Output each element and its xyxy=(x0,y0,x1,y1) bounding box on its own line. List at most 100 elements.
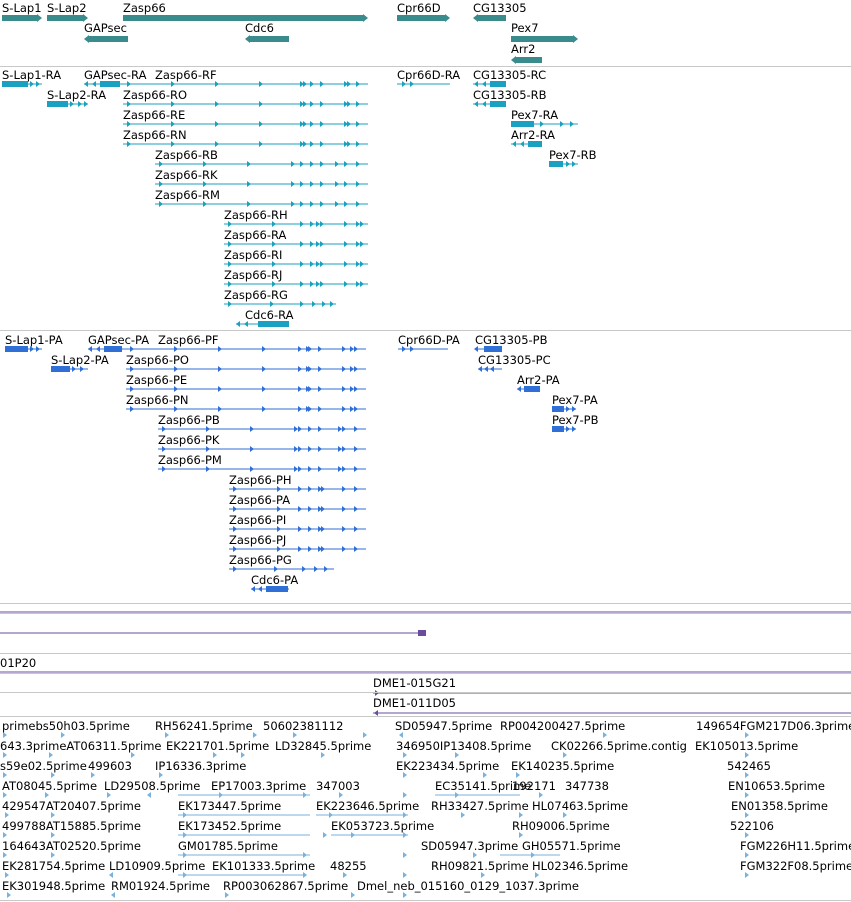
est-label-ld10909-5prime[interactable]: LD10909.5prime xyxy=(109,859,206,873)
protein-label-cpr66d-pa[interactable]: Cpr66D-PA xyxy=(398,333,460,347)
est-label-ek101333-5prime[interactable]: EK101333.5prime xyxy=(212,859,316,873)
transcript-label-zasp66-rm[interactable]: Zasp66-RM xyxy=(155,188,220,202)
est-label-522106[interactable]: 522106 xyxy=(730,819,774,833)
est-label-ck02266-5prime-contig[interactable]: CK02266.5prime.contig xyxy=(551,739,687,753)
est-label-347003[interactable]: 347003 xyxy=(316,779,360,793)
protein-label-zasp66-pn[interactable]: Zasp66-PN xyxy=(126,393,189,407)
est-label-347738[interactable]: 347738 xyxy=(565,779,609,793)
est-label-346950ip13408-5prime[interactable]: 346950IP13408.5prime xyxy=(396,739,532,753)
est-label-fgm322f08-5prime[interactable]: FGM322F08.5prime xyxy=(740,859,851,873)
exon-block[interactable] xyxy=(549,161,563,167)
est-label-sd05947-5prime[interactable]: SD05947.5prime xyxy=(395,719,493,733)
protein-label-arr2-pa[interactable]: Arr2-PA xyxy=(517,373,560,387)
transcript-label-zasp66-ra[interactable]: Zasp66-RA xyxy=(224,228,287,242)
gene-bar[interactable] xyxy=(123,15,364,21)
exon-block[interactable] xyxy=(104,346,122,352)
gene-bar[interactable] xyxy=(511,36,574,42)
clone-label-dme1-011d05[interactable]: DME1-011D05 xyxy=(373,696,456,710)
transcript-label-zasp66-rn[interactable]: Zasp66-RN xyxy=(123,128,187,142)
protein-label-pex7-pb[interactable]: Pex7-PB xyxy=(552,413,599,427)
transcript-label-arr2-ra[interactable]: Arr2-RA xyxy=(511,128,555,142)
exon-block[interactable] xyxy=(511,121,534,127)
transcript-label-cg13305-rb[interactable]: CG13305-RB xyxy=(473,88,547,102)
est-label-ek281754-5prime[interactable]: EK281754.5prime xyxy=(2,859,106,873)
gene-bar[interactable] xyxy=(2,15,38,21)
clone-label-dme1-015g21[interactable]: DME1-015G21 xyxy=(373,676,457,690)
est-label-429547at20407-5prime[interactable]: 429547AT20407.5prime xyxy=(2,799,141,813)
protein-label-zasp66-pg[interactable]: Zasp66-PG xyxy=(229,553,292,567)
est-label-ld29508-5prime[interactable]: LD29508.5prime xyxy=(104,779,201,793)
est-label-ek053723-5prime[interactable]: EK053723.5prime xyxy=(331,819,435,833)
gene-label-arr2[interactable]: Arr2 xyxy=(511,42,536,56)
protein-label-zasp66-pj[interactable]: Zasp66-PJ xyxy=(229,533,287,547)
transcript-label-zasp66-rg[interactable]: Zasp66-RG xyxy=(224,288,288,302)
transcript-label-zasp66-ro[interactable]: Zasp66-RO xyxy=(123,88,188,102)
gene-label-gapsec[interactable]: GAPsec xyxy=(84,21,127,35)
est-label-gm01785-5prime[interactable]: GM01785.5prime xyxy=(178,839,278,853)
est-label-ek223646-5prime[interactable]: EK223646.5prime xyxy=(316,799,420,813)
est-label-ek223434-5prime[interactable]: EK223434.5prime xyxy=(396,759,500,773)
est-label-rh09821-5prime[interactable]: RH09821.5prime xyxy=(431,859,529,873)
transcript-label-pex7-rb[interactable]: Pex7-RB xyxy=(549,148,597,162)
protein-label-zasp66-pf[interactable]: Zasp66-PF xyxy=(158,333,219,347)
exon-block[interactable] xyxy=(51,366,70,372)
exon-block[interactable] xyxy=(490,81,506,87)
est-label-hl07463-5prime[interactable]: HL07463.5prime xyxy=(532,799,629,813)
protein-label-pex7-pa[interactable]: Pex7-PA xyxy=(552,393,598,407)
exon-block[interactable] xyxy=(524,386,540,392)
est-label-rm01924-5prime[interactable]: RM01924.5prime xyxy=(111,879,210,893)
exon-block[interactable] xyxy=(552,426,564,432)
gene-label-zasp66[interactable]: Zasp66 xyxy=(123,1,166,15)
est-label-542465[interactable]: 542465 xyxy=(727,759,771,773)
est-label-149654fgm217d06-3prime[interactable]: 149654FGM217D06.3prime xyxy=(696,719,851,733)
transcript-label-zasp66-rh[interactable]: Zasp66-RH xyxy=(224,208,288,222)
est-label-rp003062867-5prime[interactable]: RP003062867.5prime xyxy=(223,879,349,893)
protein-label-zasp66-pb[interactable]: Zasp66-PB xyxy=(158,413,220,427)
est-label-ek105013-5prime[interactable]: EK105013.5prime xyxy=(695,739,799,753)
exon-block[interactable] xyxy=(528,141,542,147)
protein-label-zasp66-pk[interactable]: Zasp66-PK xyxy=(158,433,220,447)
est-label-sd05947-3prime[interactable]: SD05947.3prime xyxy=(421,839,519,853)
transcript-label-s-lap2-ra[interactable]: S-Lap2-RA xyxy=(47,88,107,102)
protein-label-zasp66-pe[interactable]: Zasp66-PE xyxy=(126,373,188,387)
est-label-ld32845-5prime[interactable]: LD32845.5prime xyxy=(275,739,372,753)
exon-block[interactable] xyxy=(47,101,68,107)
gene-label-s-lap2[interactable]: S-Lap2 xyxy=(47,1,87,15)
transcript-label-cdc6-ra[interactable]: Cdc6-RA xyxy=(245,308,294,322)
exon-block[interactable] xyxy=(490,101,506,107)
gene-bar[interactable] xyxy=(47,15,84,21)
est-label-48255[interactable]: 48255 xyxy=(330,859,367,873)
est-label-at08045-5prime[interactable]: AT08045.5prime xyxy=(2,779,98,793)
est-label-ec35141-5prime[interactable]: EC35141.5prime xyxy=(435,779,532,793)
exon-block[interactable] xyxy=(100,81,120,87)
gene-label-pex7[interactable]: Pex7 xyxy=(511,21,539,35)
est-label-fgm226h11-5prime[interactable]: FGM226H11.5prime xyxy=(740,839,851,853)
est-label-164643at02520-5prime[interactable]: 164643AT02520.5prime xyxy=(2,839,141,853)
est-label-rh09006-5prime[interactable]: RH09006.5prime xyxy=(512,819,610,833)
protein-label-cdc6-pa[interactable]: Cdc6-PA xyxy=(251,573,299,587)
transcript-label-zasp66-rf[interactable]: Zasp66-RF xyxy=(155,68,217,82)
exon-block[interactable] xyxy=(258,321,289,327)
clone-label-01p20[interactable]: 01P20 xyxy=(0,656,37,670)
est-label-499603[interactable]: 499603 xyxy=(88,759,132,773)
est-label-ep17003-3prime[interactable]: EP17003.3prime xyxy=(211,779,307,793)
est-label-en10653-5prime[interactable]: EN10653.5prime xyxy=(728,779,825,793)
protein-label-zasp66-pm[interactable]: Zasp66-PM xyxy=(158,453,222,467)
est-label-499788at15885-5prime[interactable]: 499788AT15885.5prime xyxy=(2,819,141,833)
transcript-label-cg13305-rc[interactable]: CG13305-RC xyxy=(473,68,547,82)
est-label-192171[interactable]: 192171 xyxy=(512,779,556,793)
est-label-en01358-5prime[interactable]: EN01358.5prime xyxy=(731,799,828,813)
transcript-label-zasp66-rk[interactable]: Zasp66-RK xyxy=(155,168,218,182)
protein-label-cg13305-pc[interactable]: CG13305-PC xyxy=(478,353,551,367)
gene-bar[interactable] xyxy=(397,15,446,21)
est-label-ip16336-3prime[interactable]: IP16336.3prime xyxy=(155,759,247,773)
gene-label-cdc6[interactable]: Cdc6 xyxy=(245,21,274,35)
transcript-label-zasp66-ri[interactable]: Zasp66-RI xyxy=(224,248,283,262)
gene-bar[interactable] xyxy=(477,15,506,21)
protein-label-s-lap1-pa[interactable]: S-Lap1-PA xyxy=(5,333,63,347)
exon-block[interactable] xyxy=(552,406,564,412)
est-label-ek221701-5prime[interactable]: EK221701.5prime xyxy=(166,739,270,753)
est-label-ek173452-5prime[interactable]: EK173452.5prime xyxy=(178,819,282,833)
est-label-ek301948-5prime[interactable]: EK301948.5prime xyxy=(2,879,106,893)
est-label-primebs50h03-5prime[interactable]: primebs50h03.5prime xyxy=(2,719,130,733)
